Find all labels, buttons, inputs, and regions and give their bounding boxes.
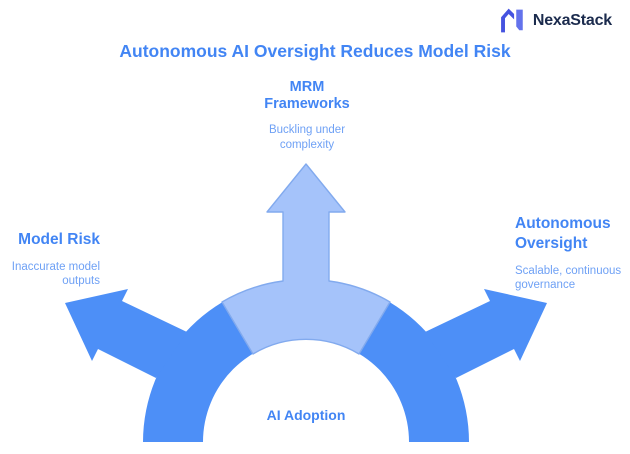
node-top: MRM Frameworks Buckling under complexity [232, 79, 382, 152]
up-arrow [221, 163, 391, 355]
node-left-subtext: Inaccurate model outputs [11, 261, 100, 288]
brand-name: NexaStack [532, 11, 612, 29]
page-title: Autonomous AI Oversight Reduces Model Ri… [119, 41, 511, 61]
node-top-subtext: Buckling under complexity [268, 124, 346, 151]
base-arc [143, 279, 469, 442]
node-left: Model Risk Inaccurate model outputs [2, 231, 100, 289]
node-right-heading: Autonomous Oversight [515, 215, 611, 253]
node-left-heading: Model Risk [18, 231, 100, 248]
brand-logo: NexaStack [500, 7, 612, 34]
node-top-heading: MRM Frameworks [264, 79, 350, 113]
ai-adoption-label: AI Adoption [266, 407, 346, 423]
left-arrow [65, 289, 187, 378]
nexastack-logo-icon [500, 8, 523, 33]
node-right: Autonomous Oversight Scalable, continuou… [515, 214, 627, 293]
node-right-subtext: Scalable, continuous governance [515, 264, 622, 292]
right-arrow [425, 289, 547, 378]
